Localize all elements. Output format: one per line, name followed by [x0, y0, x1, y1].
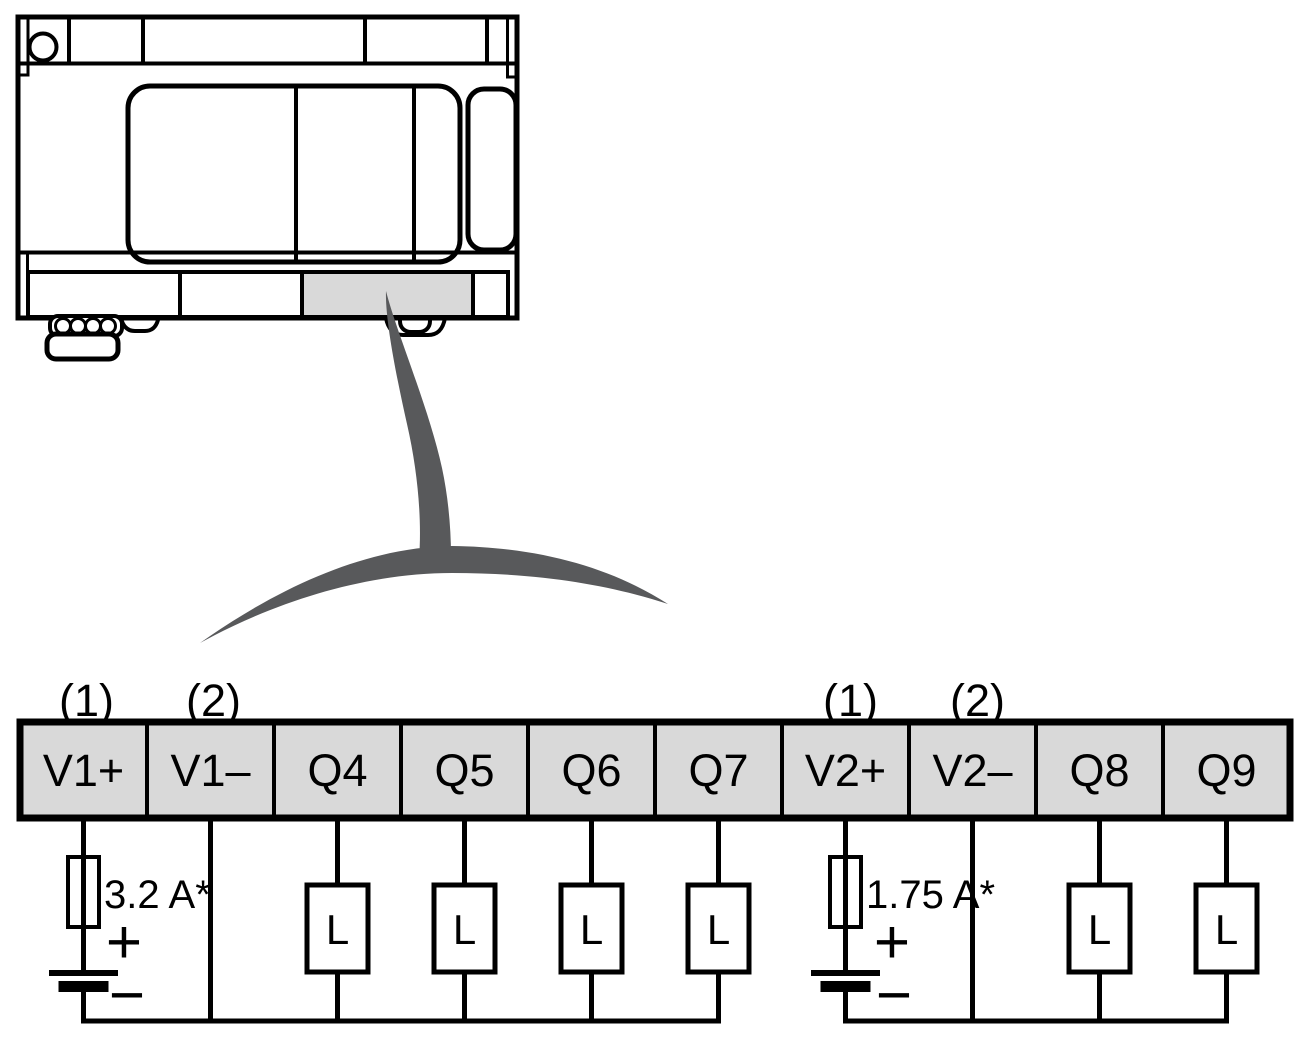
- load-q7: L: [685, 815, 752, 1024]
- connector-pin: [99, 317, 117, 335]
- load-label: L: [707, 906, 730, 953]
- terminal-label: V2–: [932, 745, 1012, 796]
- terminal-block: (1) (2) (1) (2) V1+ V1– Q4 Q5 Q6 Q7: [16, 675, 1294, 822]
- terminal-cell: [907, 720, 1038, 820]
- annotation-1-right: (1): [823, 675, 878, 726]
- connector-pin: [84, 317, 102, 335]
- load-label: L: [1088, 906, 1111, 953]
- terminal-q4: Q4: [272, 720, 403, 820]
- terminal-label: Q7: [688, 745, 748, 796]
- din-clip: [118, 315, 161, 333]
- annotation-2-right: (2): [950, 675, 1005, 726]
- load-label: L: [453, 906, 476, 953]
- terminal-v1-minus: V1–: [145, 720, 276, 820]
- device-feet: [44, 314, 448, 362]
- terminal-cell: [1161, 720, 1292, 820]
- load-label: L: [1215, 906, 1238, 953]
- battery-plus-sign: +: [874, 908, 910, 977]
- load-q5: L: [431, 815, 498, 1024]
- terminal-label: Q9: [1196, 745, 1256, 796]
- power-supply-circuit-1: 3.2 A* + − L L L L: [49, 815, 752, 1030]
- connector-pin: [54, 317, 72, 335]
- connector-block: [44, 331, 121, 362]
- mounting-hole-top-left: [27, 31, 59, 63]
- battery-plus-sign: +: [106, 908, 142, 977]
- fuse-symbol: [66, 855, 101, 929]
- callout-arrow-icon: [200, 291, 668, 643]
- terminal-label: V2+: [805, 745, 886, 796]
- terminal-q7: Q7: [653, 720, 784, 820]
- terminal-v2-minus: V2–: [907, 720, 1038, 820]
- terminal-label: Q4: [307, 745, 367, 796]
- terminal-q9: Q9: [1161, 720, 1292, 820]
- load-q4: L: [304, 815, 371, 1024]
- terminal-q5: Q5: [399, 720, 530, 820]
- fuse-rating-label: 3.2 A*: [104, 873, 211, 917]
- load-label: L: [326, 906, 349, 953]
- terminal-q8: Q8: [1034, 720, 1165, 820]
- terminal-label: V1+: [43, 745, 124, 796]
- terminal-v2-plus: V2+: [780, 720, 911, 820]
- power-supply-circuit-2: 1.75 A* + − L L: [811, 815, 1260, 1030]
- load-q8: L: [1066, 815, 1133, 1024]
- terminal-q6: Q6: [526, 720, 657, 820]
- terminal-label: V1–: [170, 745, 250, 796]
- din-clip-inner: [398, 316, 432, 334]
- plc-device-drawing: [15, 14, 520, 362]
- terminal-cell: [780, 720, 911, 820]
- load-q6: L: [558, 815, 625, 1024]
- fuse-symbol: [828, 855, 863, 929]
- device-side-door: [465, 86, 519, 253]
- terminal-label: Q5: [434, 745, 494, 796]
- load-box: [1066, 882, 1133, 975]
- terminal-label: Q6: [561, 745, 621, 796]
- terminal-block-border: [16, 718, 1294, 822]
- connector-pin: [69, 317, 87, 335]
- load-label: L: [580, 906, 603, 953]
- load-q9: L: [1193, 815, 1260, 1024]
- terminal-v1-plus: V1+: [18, 720, 149, 820]
- annotation-1-left: (1): [59, 675, 114, 726]
- terminal-label: Q8: [1069, 745, 1129, 796]
- annotation-2-left: (2): [186, 675, 241, 726]
